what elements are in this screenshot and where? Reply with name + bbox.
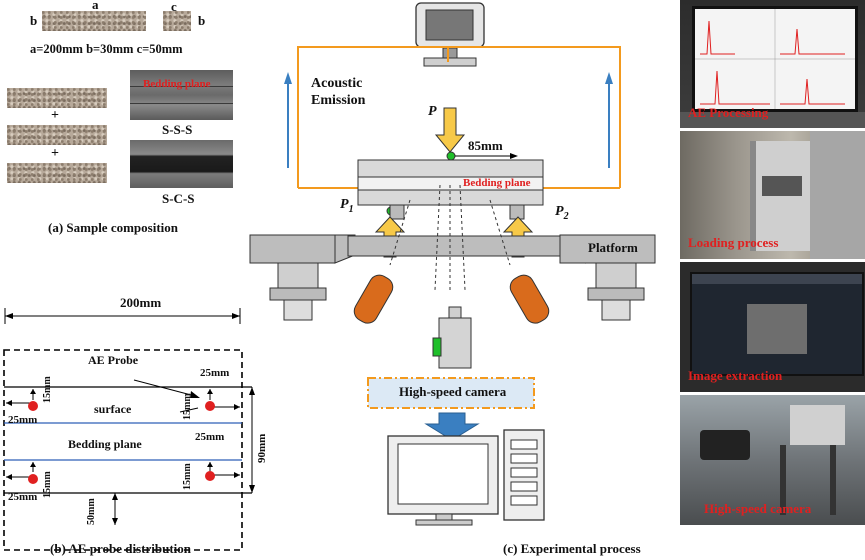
probe-diagram <box>3 308 255 551</box>
label-b-right: b <box>198 13 206 28</box>
short-sample <box>163 11 191 31</box>
dim-15-d: 15mm <box>182 463 193 490</box>
dim-25-left-top: 25mm <box>8 414 38 426</box>
p1-subscript: 1 <box>348 203 354 215</box>
dim-15-a: 15mm <box>42 376 53 403</box>
dim-50: 50mm <box>86 498 97 525</box>
probe-dot <box>205 401 215 411</box>
photo-caption-4: High-speed camera <box>704 501 812 516</box>
caption-b: (b) AE probe distribution <box>50 541 191 556</box>
p2-letter: P <box>555 204 564 219</box>
platform-label: Platform <box>588 240 638 255</box>
bedding-plane-label: Bedding plane <box>143 78 211 90</box>
camera-label: High-speed camera <box>399 384 507 399</box>
loading-process-photo: Loading process <box>680 131 865 259</box>
layer-top <box>7 88 107 108</box>
dim-85-label: 85mm <box>468 138 503 153</box>
load-p-label: P <box>428 104 437 119</box>
ae-waveform-screen <box>695 9 855 109</box>
experiment-diagram <box>249 2 656 526</box>
caption-c: (c) Experimental process <box>503 541 641 556</box>
layer-middle <box>7 125 107 145</box>
dim-15-b: 15mm <box>182 393 193 420</box>
high-speed-camera-photo: High-speed camera <box>680 395 865 525</box>
photo-caption-2: Loading process <box>688 235 779 250</box>
emission-label: Emission <box>311 93 366 108</box>
layer-bottom <box>7 163 107 183</box>
dim-25-mid: 25mm <box>195 431 225 443</box>
surface-label: surface <box>94 402 132 416</box>
dim-15-c: 15mm <box>42 471 53 498</box>
photo-caption-3: Image extraction <box>688 368 783 383</box>
scs-sample-photo <box>130 140 233 188</box>
caption-a: (a) Sample composition <box>48 220 178 235</box>
p2-label: P2 <box>555 204 569 222</box>
long-sample <box>42 11 146 31</box>
p1-label: P1 <box>340 197 354 215</box>
p2-subscript: 2 <box>563 210 569 222</box>
acoustic-label: Acoustic <box>311 76 363 91</box>
image-extraction-photo: Image extraction <box>680 262 865 392</box>
dim-25-left-bottom: 25mm <box>8 491 38 503</box>
sss-label: S-S-S <box>162 122 193 137</box>
p1-letter: P <box>340 197 349 212</box>
label-a: a <box>92 0 99 12</box>
label-b-left: b <box>30 13 38 28</box>
dim-25-right-top: 25mm <box>200 367 230 379</box>
label-c: c <box>171 0 177 14</box>
probe-dot <box>28 401 38 411</box>
bedding-plane-label: Bedding plane <box>463 177 531 189</box>
ae-probe-label: AE Probe <box>88 353 139 367</box>
sss-sample-photo: Bedding plane <box>130 70 233 120</box>
dimension-text: a=200mm b=30mm c=50mm <box>30 42 183 56</box>
photo-caption-1: AE Processing <box>688 105 769 120</box>
plus-2: + <box>51 146 59 161</box>
scs-label: S-C-S <box>162 191 195 206</box>
probe-dot <box>28 474 38 484</box>
ae-processing-photo: AE Processing <box>680 0 865 128</box>
width-label: 200mm <box>120 295 162 310</box>
bedding-plane-label: Bedding plane <box>68 437 142 451</box>
probe-dot <box>205 471 215 481</box>
plus-1: + <box>51 108 59 123</box>
